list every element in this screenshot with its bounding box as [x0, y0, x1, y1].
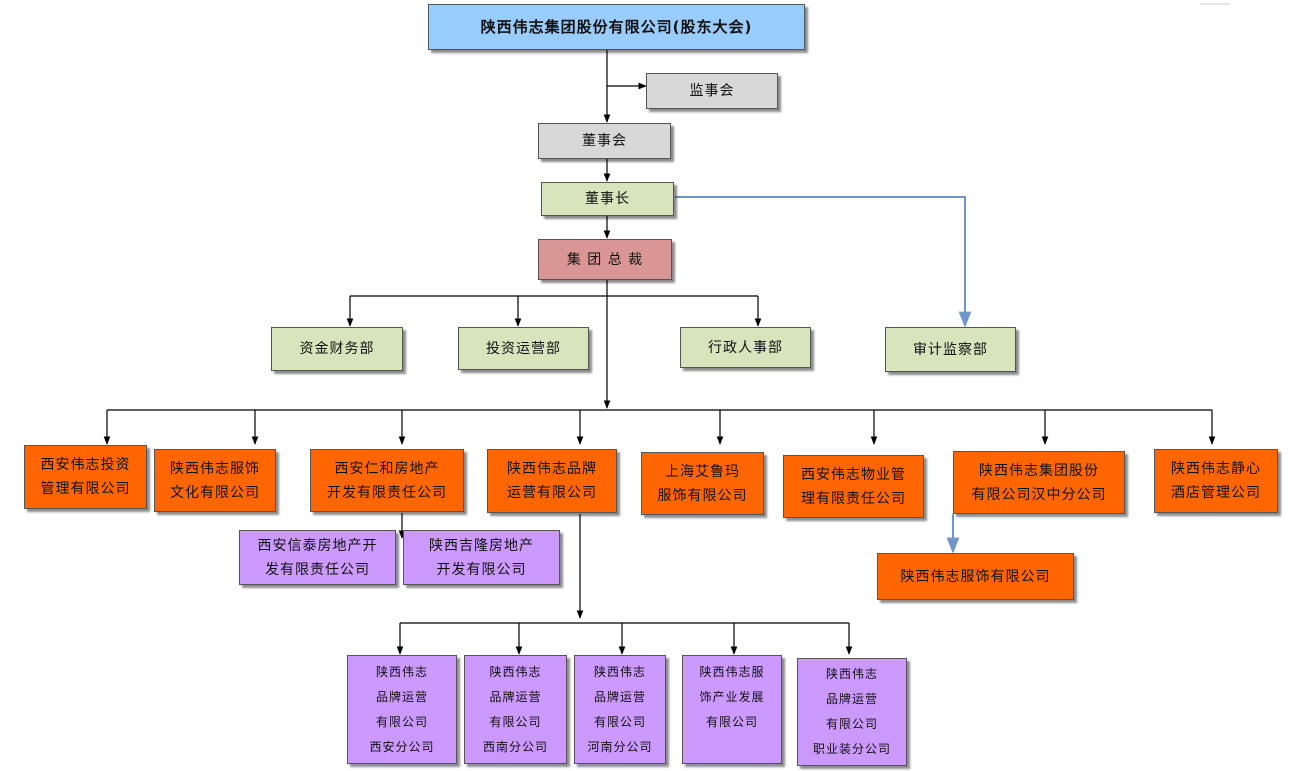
subsidiary-brand-operations: 陕西伟志品牌 运营有限公司 — [487, 449, 617, 513]
subsidiary-renhe-realestate: 西安仁和房地产 开发有限责任公司 — [310, 449, 464, 512]
branch-industry-dev: 陕西伟志服 饰产业发展 有限公司 — [682, 655, 782, 764]
board-of-directors-box: 董事会 — [538, 123, 671, 159]
subsidiary-jilong-realestate: 陕西吉隆房地产 开发有限公司 — [403, 530, 560, 585]
hr-admin-dept-box: 行政人事部 — [680, 327, 811, 368]
subsidiary-shanghai-apparel: 上海艾鲁玛 服饰有限公司 — [641, 452, 764, 515]
president-box: 集 团 总 裁 — [538, 239, 672, 280]
finance-dept-box: 资金财务部 — [271, 327, 403, 371]
audit-dept-box: 审计监察部 — [885, 327, 1016, 372]
branch-henan: 陕西伟志 品牌运营 有限公司 河南分公司 — [574, 655, 666, 764]
branch-xian: 陕西伟志 品牌运营 有限公司 西安分公司 — [347, 655, 457, 764]
subsidiary-xian-investment: 西安伟志投资 管理有限公司 — [24, 445, 147, 509]
subsidiary-hanzhong-branch: 陕西伟志集团股份 有限公司汉中分公司 — [953, 451, 1125, 514]
chairman-box: 董事长 — [541, 182, 674, 216]
shareholders-meeting-box: 陕西伟志集团股份有限公司(股东大会) — [428, 4, 805, 50]
line-chairman-to-audit — [675, 196, 972, 328]
subsidiary-xintai-realestate: 西安信泰房地产开 发有限责任公司 — [239, 530, 396, 585]
branch-workwear: 陕西伟志 品牌运营 有限公司 职业装分公司 — [797, 658, 907, 766]
subsidiary-jingxin-hotel: 陕西伟志静心 酒店管理公司 — [1154, 449, 1278, 513]
investment-ops-dept-box: 投资运营部 — [458, 327, 589, 370]
subsidiary-weizhi-apparel: 陕西伟志服饰有限公司 — [877, 553, 1074, 600]
branch-xinan: 陕西伟志 品牌运营 有限公司 西南分公司 — [464, 655, 567, 764]
subsidiary-property-mgmt: 西安伟志物业管 理有限责任公司 — [783, 455, 924, 518]
supervisory-board-box: 监事会 — [646, 73, 778, 109]
subsidiary-apparel-culture: 陕西伟志服饰 文化有限公司 — [154, 449, 276, 512]
